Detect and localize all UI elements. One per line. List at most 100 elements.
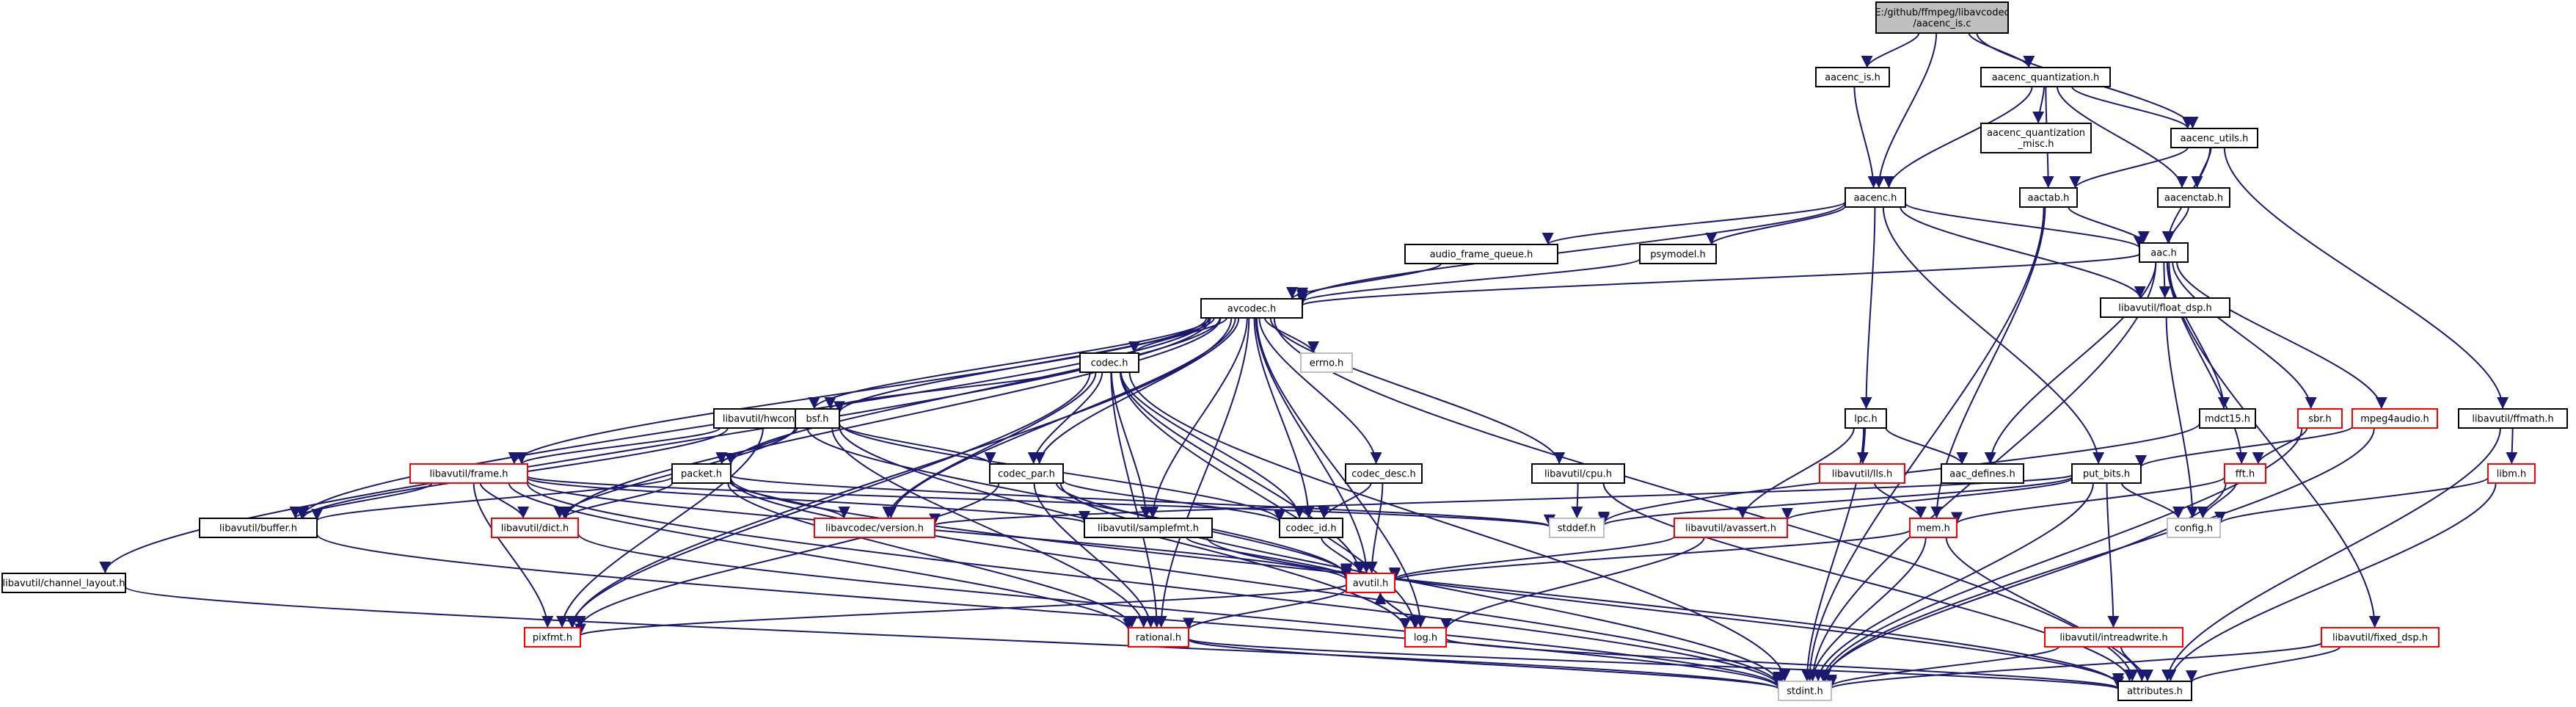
node-put-bits-h[interactable]: put_bits.h — [2071, 463, 2142, 484]
edge-root-to-aacenc-h — [1872, 32, 1938, 189]
node-mpeg4audio-h[interactable]: mpeg4audio.h — [2351, 408, 2438, 429]
node-label: libavutil/lls.h — [1832, 469, 1892, 480]
node-aactab-h[interactable]: aactab.h — [2019, 187, 2078, 208]
node-psymodel-h[interactable]: psymodel.h — [1639, 244, 1717, 264]
node-box — [1815, 67, 1890, 87]
node-codec-desc-h[interactable]: codec_desc.h — [1345, 463, 1423, 484]
node-box — [1404, 627, 1447, 648]
node-dict-h[interactable]: libavutil/dict.h — [491, 518, 579, 538]
node-label: aacenc_quantization.h — [1992, 73, 2099, 84]
edge-aacenc-h-to-aac-h — [1905, 202, 2145, 249]
node-cpu-h[interactable]: libavutil/cpu.h — [1531, 463, 1625, 484]
node-libm-h[interactable]: libm.h — [2487, 463, 2536, 484]
edge-float-dsp-h-to-config-h — [2165, 316, 2199, 519]
edge-rational-h-to-stdint-h — [1188, 639, 1784, 689]
edge-frame-h-to-pixfmt-h — [472, 482, 554, 628]
edge-aacenc-h-to-float-dsp-h — [1900, 206, 2146, 299]
node-float-dsp-h[interactable]: libavutil/float_dsp.h — [2100, 297, 2230, 318]
edge-mem-h-to-attributes-h — [1945, 537, 2148, 682]
node-label: codec.h — [1091, 358, 1128, 369]
node-sbr-h[interactable]: sbr.h — [2297, 408, 2343, 429]
node-samplefmt-h[interactable]: libavutil/samplefmt.h — [1084, 518, 1213, 538]
edge-libm-h-to-config-h — [2214, 476, 2489, 524]
node-box — [1845, 408, 1887, 429]
edge-aactab-h-to-aac-h — [2068, 206, 2150, 244]
node-aacenc-quantization-misc-h[interactable]: aacenc_quantization_misc.h — [1980, 123, 2092, 153]
node-version-h[interactable]: libavcodec/version.h — [814, 518, 935, 538]
node-box — [2170, 128, 2258, 148]
node-box — [2199, 408, 2256, 429]
node-lls-h[interactable]: libavutil/lls.h — [1819, 463, 1905, 484]
edge-psymodel-h-to-avcodec-h — [1296, 258, 1641, 303]
node-box — [1200, 298, 1303, 319]
edge-codec-par-h-to-stdint-h — [1059, 482, 1784, 684]
node-box — [1639, 244, 1717, 264]
edge-fft-h-to-mem-h — [1951, 476, 2225, 525]
node-errno-h[interactable]: errno.h — [1300, 352, 1353, 373]
node-label: rational.h — [1136, 633, 1181, 644]
edge-frame-h-to-stdint-h — [526, 482, 1784, 687]
node-mdct15-h[interactable]: mdct15.h — [2199, 408, 2256, 429]
node-rational-h[interactable]: rational.h — [1128, 627, 1189, 648]
edge-aacenc-quantization-h-to-aacenc-h — [1883, 86, 2033, 189]
node-ffmath-h[interactable]: libavutil/ffmath.h — [2458, 408, 2568, 429]
node-fixed-dsp-h[interactable]: libavutil/fixed_dsp.h — [2321, 627, 2440, 648]
node-attributes-h[interactable]: attributes.h — [2117, 681, 2192, 701]
edge-codec-h-to-codec-id-h — [1120, 371, 1306, 519]
node-fft-h[interactable]: fft.h — [2224, 463, 2266, 484]
node-label: aac.h — [2150, 248, 2176, 259]
node-box — [2044, 627, 2183, 648]
node-codec-id-h[interactable]: codec_id.h — [1279, 518, 1343, 538]
edge-avutil-h-to-rational-h — [1183, 588, 1347, 631]
node-avassert-h[interactable]: libavutil/avassert.h — [1674, 518, 1788, 538]
edge-put-bits-h-to-config-h — [2120, 482, 2185, 519]
node-lpc-h[interactable]: lpc.h — [1845, 408, 1887, 429]
node-codec-h[interactable]: codec.h — [1079, 352, 1139, 373]
node-mem-h[interactable]: mem.h — [1909, 518, 1957, 538]
node-aacenc-utils-h[interactable]: aacenc_utils.h — [2170, 128, 2258, 148]
node-aac-defines-h[interactable]: aac_defines.h — [1941, 463, 2024, 484]
node-log-h[interactable]: log.h — [1404, 627, 1447, 648]
node-aacenctab-h[interactable]: aacenctab.h — [2157, 187, 2230, 208]
node-label: aac_defines.h — [1949, 469, 2015, 480]
node-aac-h[interactable]: aac.h — [2139, 242, 2189, 263]
edge-codec-h-to-log-h — [1119, 371, 1420, 628]
node-audio-frame-queue-h[interactable]: audio_frame_queue.h — [1404, 244, 1558, 264]
node-aacenc-quantization-h[interactable]: aacenc_quantization.h — [1980, 67, 2111, 87]
edge-codec-desc-h-to-codec-id-h — [1318, 482, 1372, 519]
node-box — [1941, 463, 2024, 484]
node-box — [199, 518, 318, 538]
node-box — [1404, 244, 1558, 264]
node-channel-layout-h[interactable]: libavutil/channel_layout.h — [1, 573, 126, 593]
edge-aac-h-to-sbr-h — [2172, 261, 2317, 410]
edge-put-bits-h-to-avassert-h — [1781, 477, 2073, 521]
node-avcodec-h[interactable]: avcodec.h — [1200, 298, 1303, 319]
edge-hwcontext-h-to-pixfmt-h — [556, 427, 764, 628]
node-label: /aacenc_is.c — [1913, 18, 1971, 29]
node-frame-h[interactable]: libavutil/frame.h — [409, 463, 528, 484]
node-config-h[interactable]: config.h — [2167, 518, 2221, 538]
node-buffer-h[interactable]: libavutil/buffer.h — [199, 518, 318, 538]
node-intreadwrite-h[interactable]: libavutil/intreadwrite.h — [2044, 627, 2183, 648]
edge-samplefmt-h-to-attributes-h — [1206, 537, 2124, 686]
node-stddef-h[interactable]: stddef.h — [1549, 518, 1605, 538]
node-aacenc-h[interactable]: aacenc.h — [1845, 187, 1906, 208]
node-label: libavutil/samplefmt.h — [1098, 523, 1199, 534]
node-label: avutil.h — [1353, 579, 1389, 590]
node-box — [2321, 627, 2440, 648]
node-aacenc-is-h[interactable]: aacenc_is.h — [1815, 67, 1890, 87]
node-avutil-h[interactable]: avutil.h — [1346, 573, 1395, 593]
edge-frame-h-to-rational-h — [508, 482, 1134, 631]
node-box — [2458, 408, 2568, 429]
node-label: libavutil/channel_layout.h — [3, 579, 125, 590]
node-bsf-h[interactable]: bsf.h — [795, 408, 840, 429]
node-label: psymodel.h — [1650, 250, 1706, 261]
node-label: codec_id.h — [1285, 523, 1336, 534]
node-box — [2139, 242, 2189, 263]
node-stdint-h[interactable]: stdint.h — [1778, 681, 1832, 701]
edge-codec-h-to-stdint-h — [1128, 371, 1791, 682]
node-pixfmt-h[interactable]: pixfmt.h — [524, 627, 581, 648]
edge-codec-h-to-pixfmt-h — [566, 371, 1091, 628]
node-packet-h[interactable]: packet.h — [671, 463, 731, 484]
node-codec-par-h[interactable]: codec_par.h — [989, 463, 1064, 484]
